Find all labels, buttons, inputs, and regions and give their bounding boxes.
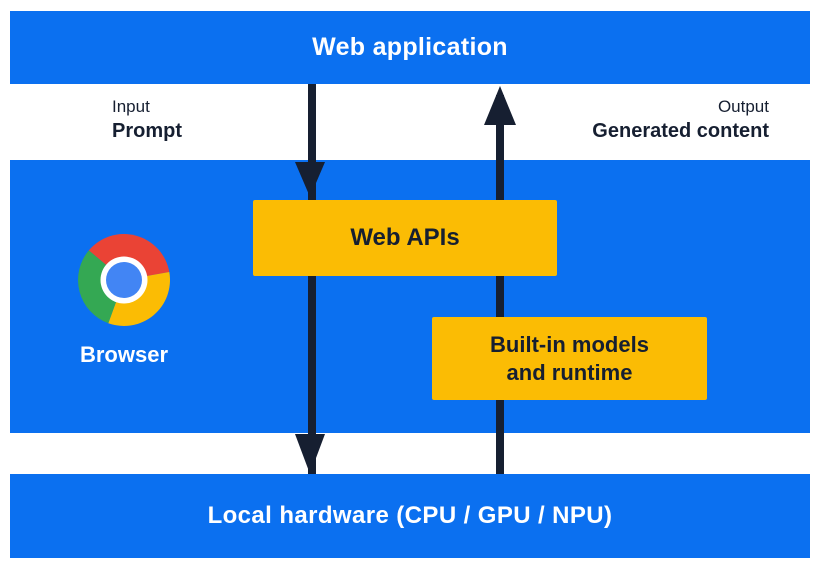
input-arrowhead-into-browser-icon	[295, 162, 325, 197]
output-flow-arrow	[496, 95, 504, 474]
web-apis-label: Web APIs	[350, 224, 460, 251]
builtin-models-label: Built-in models and runtime	[490, 331, 649, 385]
chrome-browser-icon	[78, 234, 170, 326]
output-label: Generated content	[592, 120, 769, 142]
input-label: Prompt	[112, 120, 182, 142]
builtin-models-box: Built-in models and runtime	[432, 317, 707, 400]
input-arrowhead-into-hardware-icon	[295, 434, 325, 474]
web-application-label: Web application	[312, 33, 508, 61]
web-application-layer: Web application	[10, 11, 810, 84]
local-hardware-layer: Local hardware (CPU / GPU / NPU)	[10, 474, 810, 558]
input-flow-caption: Input Prompt	[112, 95, 182, 145]
input-flow-arrow	[308, 84, 316, 474]
output-caption: Output	[717, 97, 769, 116]
output-flow-caption: Output Generated content	[592, 95, 769, 145]
output-arrowhead-into-webapp-icon	[484, 86, 516, 125]
browser-label: Browser	[79, 342, 169, 367]
local-hardware-label: Local hardware (CPU / GPU / NPU)	[207, 502, 613, 529]
web-apis-box: Web APIs	[253, 200, 557, 276]
input-caption: Input	[112, 97, 150, 116]
